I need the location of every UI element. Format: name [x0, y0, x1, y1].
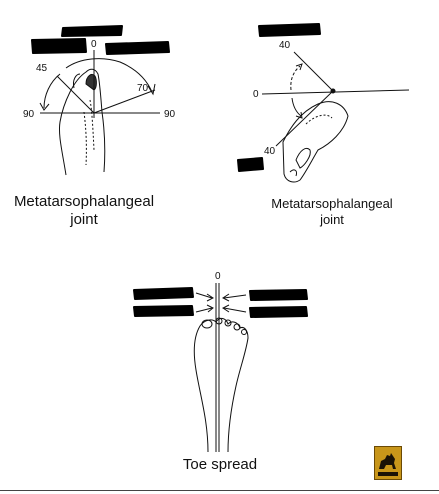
redaction-bar: [249, 289, 308, 301]
caption-line: Metatarsophalangeal: [271, 196, 393, 211]
caption-line: Metatarsophalangeal: [13, 193, 155, 210]
angle-label-90-right: 90: [164, 109, 176, 120]
toe-outline: [282, 101, 349, 183]
arrow-head: [206, 293, 214, 302]
redaction-bar: [249, 306, 308, 318]
bone-outline: [83, 111, 87, 166]
angle-label-70: 70: [137, 83, 149, 94]
spread-arrow: [195, 307, 213, 313]
arrow-head: [295, 111, 303, 119]
angle-line-70: [93, 89, 156, 114]
page-divider: [0, 490, 439, 491]
mtp-plantar-diagram: 0 45 70 90 90: [23, 25, 176, 176]
redaction-bar: [31, 38, 87, 54]
caption-toe-spread: Toe spread: [182, 456, 258, 473]
range-arc: [65, 58, 153, 93]
foot-outline: [193, 317, 249, 453]
range-arc-left: [43, 73, 61, 109]
caption-line: joint: [320, 211, 344, 227]
angle-label-40-bottom: 40: [264, 146, 276, 157]
arrow-head: [222, 293, 230, 302]
arrow-head: [222, 304, 230, 313]
redaction-bar: [61, 25, 123, 37]
toe-detail: [289, 169, 297, 177]
spread-arrow: [223, 307, 247, 313]
toe-detail: [295, 147, 311, 169]
redaction-bar: [133, 305, 194, 317]
angle-line-45: [56, 75, 95, 114]
angle-label-45: 45: [36, 63, 48, 74]
joint-pivot: [330, 88, 336, 94]
angle-label-90-left: 90: [23, 109, 35, 120]
toe-nail: [215, 317, 223, 325]
angle-label-0: 0: [215, 271, 221, 282]
upper-angle-line: [293, 51, 334, 92]
publisher-logo-icon: [374, 446, 402, 480]
arrow-head: [295, 63, 303, 71]
angle-label-40-top: 40: [279, 40, 291, 51]
arrow-head: [39, 102, 50, 111]
foot-outline: [59, 68, 106, 176]
redaction-bar: [105, 41, 170, 55]
motion-arc: [290, 65, 301, 91]
caption-mtp-side: Metatarsophalangeal joint: [225, 196, 439, 227]
toe-detail: [305, 114, 333, 125]
redaction-bar: [133, 287, 194, 300]
redaction-bar: [237, 157, 264, 172]
toe-spread-diagram: 0: [133, 271, 308, 453]
zero-axis: [261, 89, 410, 95]
foot-outline: [73, 73, 81, 89]
mtp-side-diagram: 40 0 40: [237, 23, 410, 183]
arrow-head: [147, 83, 156, 96]
toe-nail: [241, 329, 247, 335]
bone-outline: [89, 99, 95, 151]
caption-mtp-plantar: Metatarsophalangeal joint: [0, 193, 168, 229]
caption-line: joint: [70, 211, 98, 228]
toe-nail: [233, 323, 241, 331]
spread-arrow: [223, 294, 247, 299]
angle-label-0: 0: [253, 89, 259, 100]
redaction-bar: [258, 23, 321, 37]
toe-nail: [201, 319, 213, 329]
toe-nail: [224, 319, 232, 327]
spread-arrow: [195, 292, 213, 299]
arrow-head: [206, 304, 214, 313]
toe-detail: [85, 73, 97, 91]
angle-label-0: 0: [91, 39, 97, 50]
motion-arc: [291, 97, 302, 117]
lower-angle-line: [275, 90, 334, 147]
